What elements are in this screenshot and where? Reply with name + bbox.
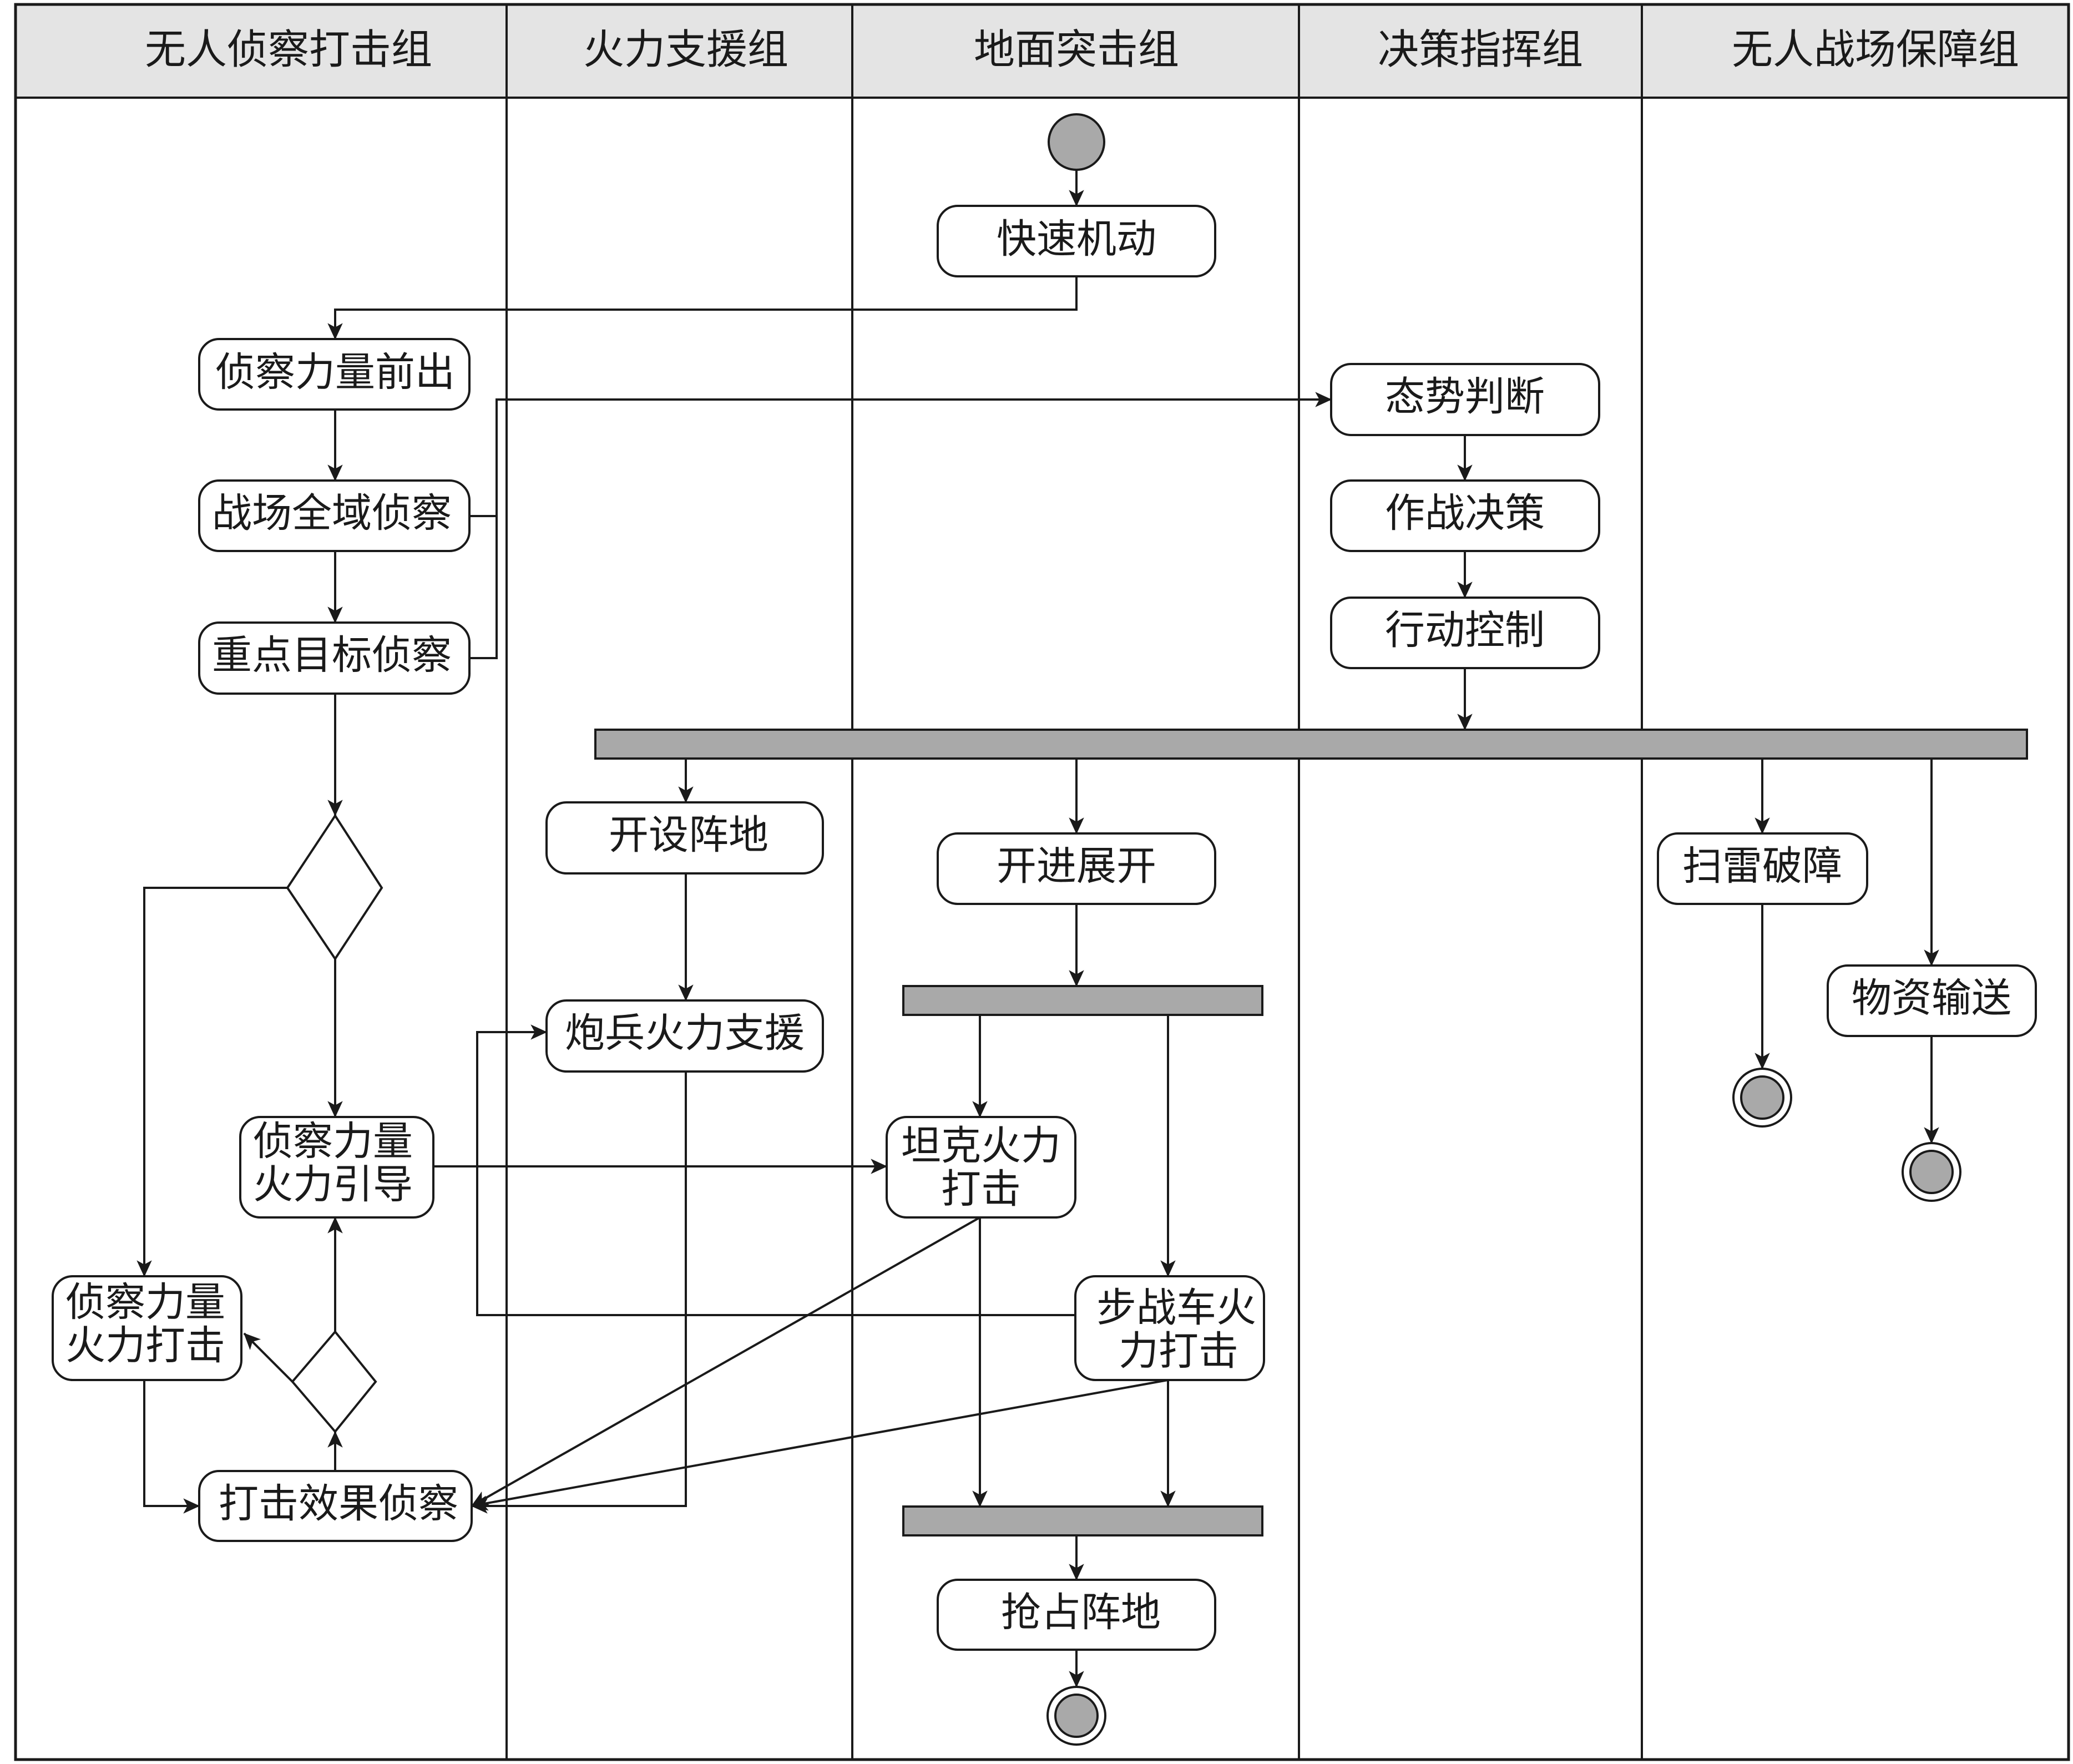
initial-node [1048, 113, 1105, 171]
edge-decision-to-recon-fire-strike [136, 887, 287, 1277]
action-strike-effect-recon: 打击效果侦察 [198, 1470, 473, 1542]
action-action-control: 行动控制 [1330, 597, 1600, 669]
action-key-target-recon: 重点目标侦察 [198, 621, 471, 695]
action-label: 侦察力量前出 [215, 349, 455, 396]
action-ifv-fire-strike: 步战车火 力打击 [1074, 1275, 1265, 1381]
action-battlefield-recon: 战场全域侦察 [198, 479, 471, 552]
action-material-transport: 物资输送 [1827, 964, 2037, 1037]
action-advance-deploy: 开进展开 [937, 832, 1216, 905]
action-recon-fire-strike: 侦察力量 火力打击 [52, 1275, 242, 1381]
action-recon-forward: 侦察力量前出 [198, 338, 471, 411]
action-label: 抢占阵地 [1001, 1589, 1161, 1636]
action-label-line-2: 火力引导 [253, 1161, 413, 1208]
diagram-frame [14, 3, 2070, 1761]
action-situation-judgment: 态势判断 [1330, 363, 1600, 436]
fork-bar-ground [902, 985, 1263, 1016]
action-label-line-1: 步战车火 [1096, 1285, 1256, 1331]
edge-recon-strike-to-effect-recon [143, 1380, 200, 1514]
lane-title-command-decision: 决策指挥组 [1378, 26, 1583, 74]
action-label: 扫雷破障 [1682, 843, 1842, 889]
edge-rapid-maneuver-to-recon-forward [327, 276, 1078, 340]
edge-battlefield-recon-to-situation [469, 392, 1332, 517]
action-tank-fire-strike: 坦克火力 打击 [886, 1116, 1076, 1219]
decision-diamond-lower [291, 1330, 377, 1434]
action-label-line-2: 力打击 [1119, 1328, 1238, 1374]
action-label: 重点目标侦察 [212, 632, 452, 679]
edges [136, 170, 1939, 1688]
edge-artillery-to-effect-recon [471, 1071, 687, 1514]
edge-ifv-strike-to-artillery [476, 1024, 1076, 1316]
edge-tank-strike-to-effect-recon [471, 1216, 980, 1507]
action-label-line-1: 侦察力量 [253, 1118, 413, 1165]
edge-ifv-strike-to-effect-recon [471, 1379, 1169, 1511]
final-node-seize-position [1046, 1686, 1106, 1746]
final-node-material-transport [1902, 1142, 1961, 1202]
action-label-line-1: 侦察力量 [65, 1279, 225, 1326]
action-combat-decision: 作战决策 [1330, 479, 1600, 552]
action-artillery-support: 炮兵火力支援 [545, 999, 824, 1073]
decision-diamond-upper [286, 813, 383, 961]
action-label-line-1: 坦克火力 [901, 1123, 1061, 1169]
lane-title-battlefield-support: 无人战场保障组 [1732, 26, 2019, 74]
action-label: 打击效果侦察 [219, 1480, 458, 1527]
final-node-mine-clearing [1732, 1068, 1792, 1128]
action-label: 开设阵地 [609, 812, 768, 858]
action-label: 开进展开 [997, 843, 1156, 889]
lane-title-ground-assault: 地面突击组 [974, 26, 1179, 74]
action-set-position: 开设阵地 [545, 801, 824, 875]
lane-title-unmanned-recon-strike: 无人侦察打击组 [145, 26, 432, 74]
action-label: 快速机动 [997, 216, 1156, 262]
lane-header-background [16, 4, 2069, 98]
action-label: 物资输送 [1852, 975, 2011, 1022]
join-bar-ground [902, 1505, 1263, 1536]
fork-bar-main [594, 729, 2028, 760]
action-label-line-2: 火力打击 [65, 1322, 225, 1369]
edge-decision-to-recon-strike [243, 1332, 294, 1383]
action-label: 战场全域侦察 [212, 490, 452, 537]
action-seize-position: 抢占阵地 [937, 1579, 1216, 1651]
action-mine-clearing: 扫雷破障 [1657, 832, 1868, 905]
action-label: 态势判断 [1385, 373, 1545, 420]
action-label: 作战决策 [1385, 490, 1545, 537]
action-recon-fire-guidance: 侦察力量 火力引导 [239, 1116, 434, 1219]
action-rapid-maneuver: 快速机动 [937, 205, 1216, 277]
action-label: 行动控制 [1385, 607, 1545, 654]
edge-key-target-to-situation [469, 516, 498, 659]
action-label: 炮兵火力支援 [565, 1010, 805, 1057]
lane-title-fire-support: 火力支援组 [583, 26, 788, 74]
action-label-line-2: 打击 [941, 1166, 1021, 1212]
